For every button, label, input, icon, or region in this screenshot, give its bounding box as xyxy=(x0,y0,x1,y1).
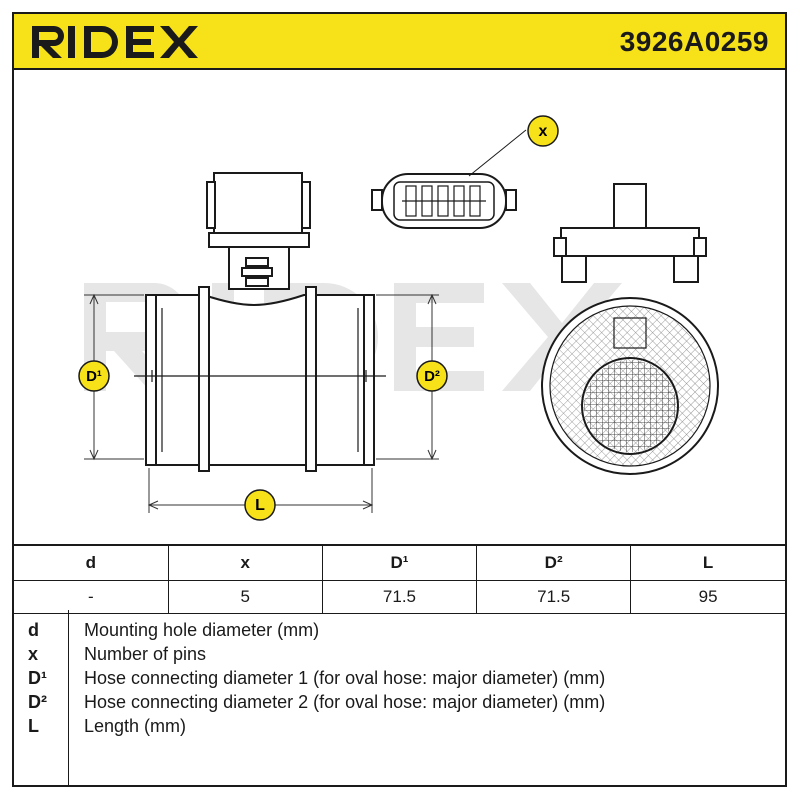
datasheet: 3926A0259 xyxy=(12,12,787,787)
svg-text:D²: D² xyxy=(424,368,440,385)
legend-text: Mounting hole diameter (mm) xyxy=(84,620,320,640)
svg-text:x: x xyxy=(539,123,548,140)
legend: d Mounting hole diameter (mm) x Number o… xyxy=(14,610,785,785)
legend-key: D¹ xyxy=(28,668,47,688)
legend-key: D² xyxy=(28,692,47,712)
badge-d2: D² xyxy=(416,360,448,392)
table-cell: - xyxy=(14,580,169,614)
table-cell: 71.5 xyxy=(476,580,632,614)
legend-item: D¹ Hose connecting diameter 1 (for oval … xyxy=(14,668,785,692)
table-cell: 71.5 xyxy=(321,580,478,614)
legend-text: Hose connecting diameter 2 (for oval hos… xyxy=(84,692,606,712)
header-bar: 3926A0259 xyxy=(14,14,785,70)
ridex-logo xyxy=(32,26,198,58)
legend-key: d xyxy=(28,620,39,640)
table-header-row: d x D¹ D² L xyxy=(14,544,785,581)
legend-item: x Number of pins xyxy=(14,644,785,668)
col-header: d xyxy=(14,544,169,581)
legend-key: x xyxy=(28,644,39,664)
legend-item: D² Hose connecting diameter 2 (for oval … xyxy=(14,692,785,716)
part-number: 3926A0259 xyxy=(619,26,769,57)
col-header: L xyxy=(630,544,785,581)
svg-text:L: L xyxy=(255,497,265,514)
legend-text: Length (mm) xyxy=(84,716,187,736)
legend-divider xyxy=(68,610,69,785)
legend-key: L xyxy=(28,716,39,736)
legend-text: Hose connecting diameter 1 (for oval hos… xyxy=(84,668,606,688)
technical-drawing: x D¹ D² L xyxy=(78,115,744,521)
table-cell: 95 xyxy=(630,580,785,614)
legend-item: L Length (mm) xyxy=(14,716,785,740)
connector-pin-view xyxy=(371,129,527,229)
table-row: - 5 71.5 71.5 95 xyxy=(14,580,785,614)
badge-d1: D¹ xyxy=(78,360,110,392)
badge-x: x xyxy=(527,115,559,147)
dimensions-table: d x D¹ D² L - 5 71.5 71.5 95 xyxy=(14,544,785,614)
table-cell: 5 xyxy=(167,580,323,614)
svg-text:D¹: D¹ xyxy=(86,368,102,385)
legend-item: d Mounting hole diameter (mm) xyxy=(14,620,785,644)
col-header: x xyxy=(167,544,323,581)
col-header: D¹ xyxy=(321,544,478,581)
side-view xyxy=(134,172,386,472)
col-header: D² xyxy=(476,544,632,581)
legend-text: Number of pins xyxy=(84,644,207,664)
badge-l: L xyxy=(244,489,276,521)
